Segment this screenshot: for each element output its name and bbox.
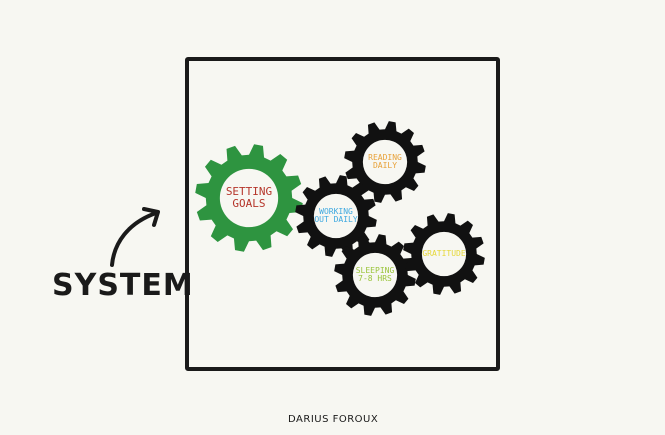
system-frame <box>185 57 500 371</box>
gear-sleeping-7-8-hrs: SLEEPING 7-8 HRS <box>334 234 416 316</box>
gear-label: WORKING OUT DAILY <box>314 206 358 224</box>
gear-label: READING DAILY <box>368 152 402 170</box>
gear-icon <box>403 213 485 295</box>
author-credit: DARIUS FOROUX <box>288 414 379 425</box>
gear-icon <box>344 121 426 203</box>
gear-icon <box>295 175 377 257</box>
gear-reading-daily: READING DAILY <box>344 121 426 203</box>
gear-label: SETTING GOALS <box>225 185 273 210</box>
curved-arrow-icon <box>110 207 160 267</box>
gear-gratitude: GRATITUDE <box>403 213 485 295</box>
gear-icon <box>195 144 303 252</box>
system-label: SYSTEM <box>52 268 194 303</box>
gear-setting-goals: SETTING GOALS <box>195 144 303 252</box>
gear-working-out-daily: WORKING OUT DAILY <box>295 175 377 257</box>
gear-icon <box>334 234 416 316</box>
gear-label: GRATITUDE <box>422 248 466 258</box>
gear-label: SLEEPING 7-8 HRS <box>355 265 395 283</box>
